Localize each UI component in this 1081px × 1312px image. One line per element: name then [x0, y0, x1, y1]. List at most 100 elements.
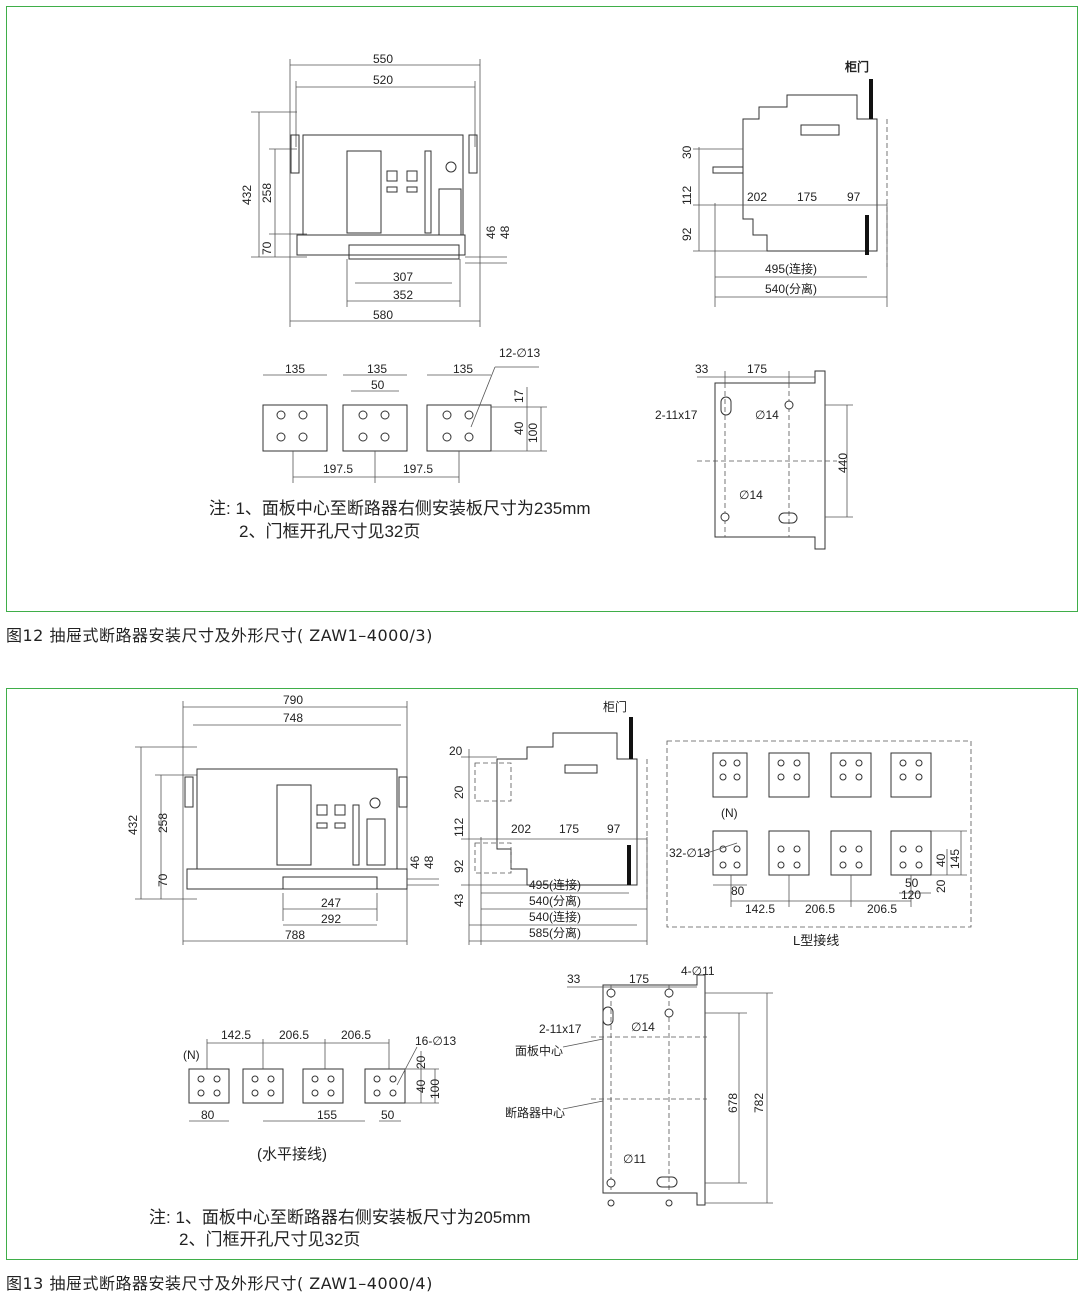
fig13-mount-782: 782 [752, 1093, 766, 1113]
fig13-dim-495: 495(连接) [529, 877, 581, 892]
fig13-dim-202: 202 [511, 822, 531, 836]
fig13-h-206a: 206.5 [279, 1028, 309, 1042]
fig13-l-120: 120 [901, 888, 921, 902]
fig13-dim-175: 175 [559, 822, 579, 836]
fig12-dim-97: 97 [847, 190, 861, 204]
fig13-l-n: (N) [721, 806, 738, 820]
fig12-dim-307: 307 [393, 270, 413, 284]
fig12-dim-258: 258 [260, 183, 274, 203]
fig13-l-206a: 206.5 [805, 902, 835, 916]
figure-13-panel: 790 748 432 258 70 46 48 247 292 788 柜门 … [6, 688, 1078, 1260]
fig12-dim-175: 175 [797, 190, 817, 204]
fig13-h-80: 80 [201, 1108, 215, 1122]
fig13-h-100: 100 [428, 1079, 442, 1099]
fig12-dim-540: 540(分离) [765, 281, 817, 296]
fig12-dim-30: 30 [680, 145, 694, 159]
fig13-side-view: 柜门 20 20 112 92 43 202 175 97 495(连接) 54… [449, 699, 648, 945]
fig12-side-view: 柜门 30 112 92 202 175 97 495(连接) 540(分离) [680, 59, 888, 307]
fig12-bus-17: 17 [512, 389, 526, 403]
fig13-l-206b: 206.5 [867, 902, 897, 916]
fig12-bus-40: 40 [512, 421, 526, 435]
fig13-dim-43: 43 [452, 893, 466, 907]
fig13-dim-540b: 540(连接) [529, 909, 581, 924]
fig13-dim-20b: 20 [452, 785, 466, 799]
fig13-dim-112: 112 [452, 818, 466, 837]
fig13-dim-790: 790 [283, 693, 303, 707]
fig13-h-50: 50 [381, 1108, 395, 1122]
fig13-l-label: L型接线 [793, 933, 839, 948]
fig12-bus-100: 100 [526, 423, 540, 443]
fig13-l-type-wiring: (N) 32-∅13 80 142.5 206.5 206.5 145 40 2… [666, 740, 972, 948]
fig12-caption: 图12 抽屉式断路器安装尺寸及外形尺寸( ZAW1–4000/3) [6, 626, 433, 645]
fig13-dim-540a: 540(分离) [529, 893, 581, 908]
fig12-bus-197b: 197.5 [403, 462, 433, 476]
fig12-mount-440: 440 [836, 453, 850, 473]
fig13-dim-258: 258 [156, 813, 170, 833]
fig13-mount-holes: 4-∅11 [681, 964, 715, 978]
fig13-dim-20a: 20 [449, 744, 463, 758]
fig13-mount-678: 678 [726, 1093, 740, 1113]
fig13-mount-panel-center: 面板中心 [515, 1043, 563, 1058]
fig12-dim-495: 495(连接) [765, 261, 817, 276]
fig13-note-1: 注: 1、面板中心至断路器右侧安装板尺寸为205mm [149, 1208, 531, 1227]
fig13-dim-48: 48 [422, 855, 436, 869]
fig12-bus-135a: 135 [285, 362, 305, 376]
fig12-bus-135b: 135 [367, 362, 387, 376]
fig13-h-label: (水平接线) [257, 1146, 327, 1163]
fig13-h-40: 40 [414, 1079, 428, 1093]
fig13-dim-748: 748 [283, 711, 303, 725]
figure-12-drawing: 550 520 432 258 70 46 48 307 352 580 柜门 … [209, 52, 888, 550]
fig12-front-view: 550 520 432 258 70 46 48 307 352 580 [240, 52, 512, 327]
fig13-mount-breaker-center: 断路器中心 [505, 1105, 565, 1120]
fig12-note-1: 注: 1、面板中心至断路器右侧安装板尺寸为235mm [209, 499, 591, 518]
fig12-mount-d14a: ∅14 [755, 408, 779, 422]
fig12-dim-432: 432 [240, 185, 254, 205]
fig12-dim-550: 550 [373, 52, 393, 66]
fig12-note-2: 2、门框开孔尺寸见32页 [239, 522, 420, 541]
fig13-dim-97: 97 [607, 822, 621, 836]
fig12-dim-70: 70 [260, 241, 274, 255]
fig13-l-145: 145 [948, 849, 962, 869]
fig12-dim-580: 580 [373, 308, 393, 322]
fig13-dim-432: 432 [126, 815, 140, 835]
fig12-dim-520: 520 [373, 73, 393, 87]
fig13-h-holes: 16-∅13 [415, 1034, 456, 1048]
fig12-dim-92: 92 [680, 227, 694, 241]
fig12-mounting-plate: 33 175 2-11x17 ∅14 440 ∅14 [655, 362, 853, 550]
fig13-dim-585: 585(分离) [529, 925, 581, 940]
fig13-door-label: 柜门 [603, 699, 627, 714]
fig12-mount-d14b: ∅14 [739, 488, 763, 502]
fig12-busbar-view: 135 135 50 135 12-∅13 17 40 100 197.5 19… [262, 346, 547, 483]
fig12-mount-175: 175 [747, 362, 767, 376]
fig13-mount-slot: 2-11x17 [539, 1022, 582, 1036]
fig13-l-20: 20 [934, 879, 948, 893]
fig13-l-80: 80 [731, 884, 745, 898]
fig13-h-20: 20 [414, 1055, 428, 1069]
fig13-h-n: (N) [183, 1048, 200, 1062]
fig13-l-50: 50 [905, 876, 919, 890]
fig13-mount-d11: ∅11 [623, 1152, 646, 1166]
fig13-dim-292: 292 [321, 912, 341, 926]
fig12-bus-holes: 12-∅13 [499, 346, 540, 360]
figure-12-panel: 550 520 432 258 70 46 48 307 352 580 柜门 … [6, 6, 1078, 612]
fig13-dim-92: 92 [452, 859, 466, 873]
fig13-horizontal-wiring: 142.5 206.5 206.5 (N) 16-∅13 20 40 100 8… [183, 1028, 456, 1163]
fig13-l-142: 142.5 [745, 902, 775, 916]
fig12-mount-slot: 2-11x17 [655, 408, 698, 422]
fig12-dim-352: 352 [393, 288, 413, 302]
fig13-h-206b: 206.5 [341, 1028, 371, 1042]
fig13-caption: 图13 抽屉式断路器安装尺寸及外形尺寸( ZAW1–4000/4) [6, 1274, 433, 1293]
figure-13-drawing: 790 748 432 258 70 46 48 247 292 788 柜门 … [126, 693, 972, 1249]
fig13-h-142: 142.5 [221, 1028, 251, 1042]
fig12-dim-48: 48 [498, 225, 512, 239]
fig12-bus-50: 50 [371, 378, 385, 392]
fig13-l-40: 40 [934, 853, 948, 867]
fig12-dim-112: 112 [680, 186, 694, 205]
fig12-dim-46: 46 [484, 225, 498, 239]
fig13-l-holes: 32-∅13 [669, 846, 710, 860]
fig13-front-view: 790 748 432 258 70 46 48 247 292 788 [126, 693, 439, 945]
fig12-bus-135c: 135 [453, 362, 473, 376]
fig12-bus-197a: 197.5 [323, 462, 353, 476]
fig13-dim-70: 70 [156, 873, 170, 887]
fig12-door-label: 柜门 [844, 59, 869, 74]
